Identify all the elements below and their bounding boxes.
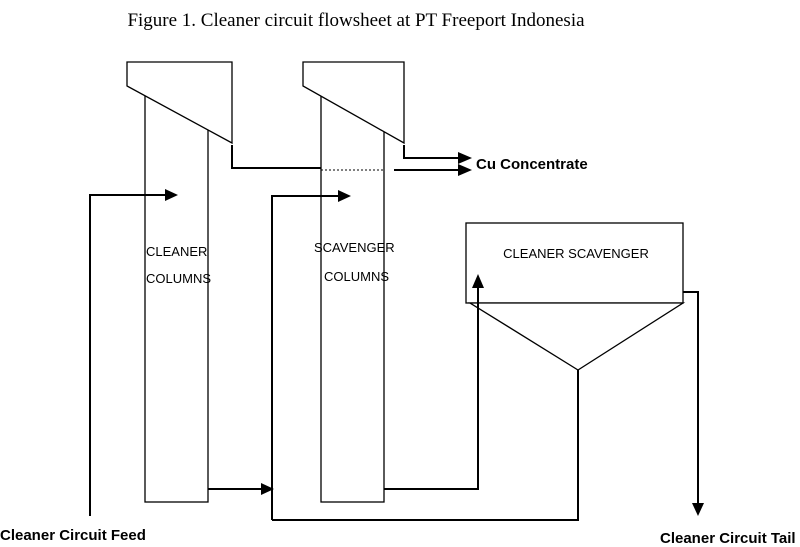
scavenger-tail-stream — [384, 274, 484, 490]
cleaner-circuit-tail-label: Cleaner Circuit Tail — [660, 530, 796, 547]
cleaner-tail-arrow — [261, 483, 274, 495]
scavenger-columns-label-line2: COLUMNS — [324, 269, 389, 284]
scavenger-tail-line — [384, 286, 479, 490]
concentrate-stream: Cu Concentrate — [231, 145, 588, 176]
tail-arrow — [692, 503, 704, 516]
tail-stream: Cleaner Circuit Tail — [660, 291, 796, 547]
cleaner-concentrate-line — [231, 145, 321, 169]
recycle-line — [272, 370, 579, 521]
cleaner-column-body — [144, 89, 209, 503]
tail-line — [683, 291, 699, 505]
cleaner-columns-label-line1: CLEANER — [146, 244, 207, 259]
cleaner-scavenger-cone — [467, 302, 686, 371]
scavenger-columns-label-line1: SCAVENGER — [314, 240, 395, 255]
scavenger-column-launder — [302, 61, 405, 145]
scavenger-tail-arrow — [472, 274, 484, 288]
figure-title: Figure 1. Cleaner circuit flowsheet at P… — [127, 10, 585, 31]
cleaner-scavenger-label: CLEANER SCAVENGER — [503, 246, 649, 261]
scavenger-feed-line — [271, 195, 341, 520]
scavenger-columns-unit: SCAVENGER COLUMNS — [302, 61, 405, 503]
feed-line — [89, 194, 168, 516]
cleaner-tail-stream — [208, 483, 274, 495]
scavenger-concentrate-line — [403, 145, 460, 159]
cleaner-circuit-feed-label: Cleaner Circuit Feed — [0, 527, 146, 544]
scavenger-feed-arrow — [338, 190, 351, 202]
scavenger-column-body — [320, 89, 385, 503]
concentrate-arrow-upper — [458, 152, 472, 164]
cleaner-scavenger-tank — [465, 222, 684, 304]
cleaner-columns-label-line2: COLUMNS — [146, 271, 211, 286]
cu-concentrate-label: Cu Concentrate — [476, 156, 588, 173]
feed-arrow — [165, 189, 178, 201]
cleaner-columns-unit: CLEANER COLUMNS — [126, 61, 233, 503]
recycle-stream — [272, 370, 579, 521]
scavenger-feed-stream — [271, 190, 351, 520]
cleaner-column-launder — [126, 61, 233, 145]
concentrate-arrow-lower — [458, 164, 472, 176]
cleaner-scavenger-unit: CLEANER SCAVENGER — [465, 222, 686, 371]
feed-stream: Cleaner Circuit Feed — [0, 189, 178, 544]
